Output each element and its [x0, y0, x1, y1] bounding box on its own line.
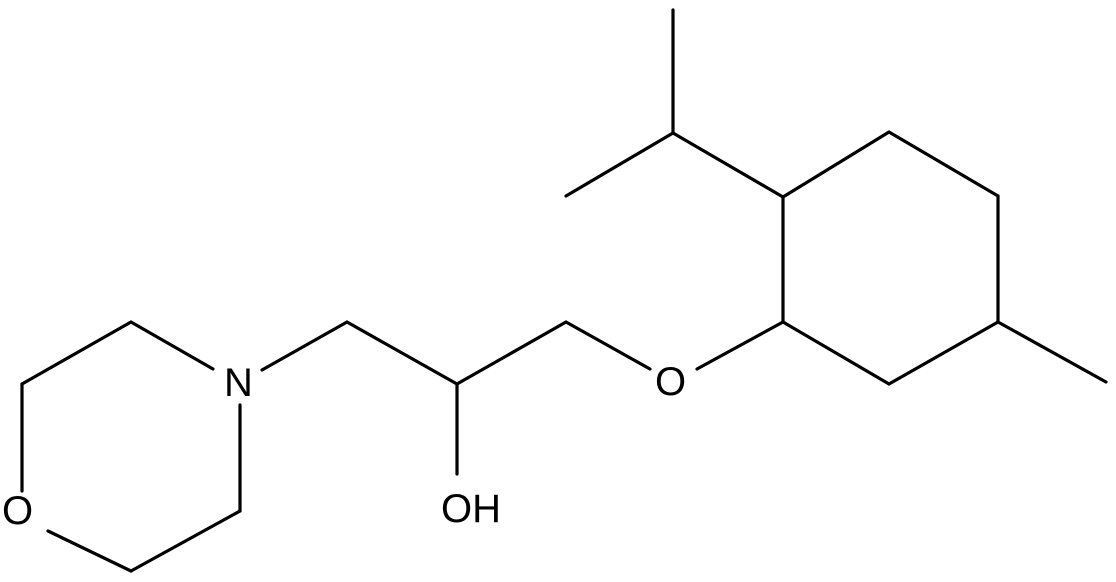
ether-oxygen-label: O: [655, 360, 686, 404]
bond: [781, 130, 891, 199]
morpholine-ring: [20, 320, 242, 573]
atom-ring-oxygen: O: [2, 489, 33, 533]
nitrogen-label: N: [224, 361, 253, 405]
atom-nitrogen: N: [224, 361, 253, 405]
bond: [260, 320, 349, 372]
bond: [345, 320, 459, 386]
propanol-chain: [260, 320, 652, 476]
bond: [781, 320, 891, 386]
bond: [20, 320, 133, 386]
cyclohexane-ring: [781, 130, 1000, 386]
bond: [671, 131, 785, 199]
bond: [129, 320, 215, 371]
atom-ether-oxygen: O: [655, 360, 686, 404]
methyl-bond: [996, 320, 1108, 384]
bond: [564, 131, 675, 198]
bond: [887, 320, 1000, 386]
bond: [46, 529, 133, 573]
ring-oxygen-label: O: [2, 489, 33, 533]
ether-bond: [695, 320, 785, 371]
bond: [887, 130, 1000, 198]
atom-hydroxyl: OH: [441, 487, 501, 531]
hydroxyl-label: OH: [441, 487, 501, 531]
bond: [129, 509, 242, 573]
bond: [455, 320, 568, 386]
bond: [564, 320, 652, 371]
isopropyl-group: [564, 8, 785, 199]
